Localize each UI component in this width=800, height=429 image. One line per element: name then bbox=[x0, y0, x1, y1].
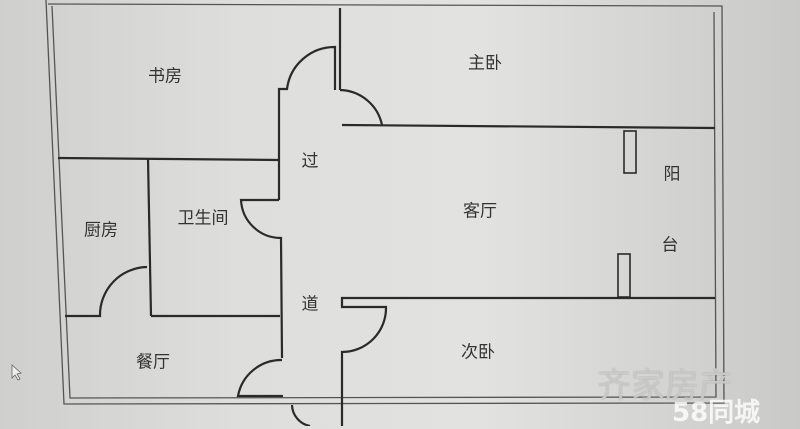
room-label-living-room: 客厅 bbox=[463, 201, 497, 222]
watermark-site: 58同城 bbox=[672, 398, 761, 428]
inner-frame bbox=[51, 5, 717, 399]
room-label-corridor-bottom: 道 bbox=[301, 294, 319, 315]
door-study bbox=[277, 45, 337, 200]
watermark-agency: 齐家房产 bbox=[597, 366, 733, 406]
room-label-balcony-top: 阳 bbox=[663, 164, 681, 185]
outer-frame bbox=[45, 0, 725, 405]
wall-living-top bbox=[341, 123, 716, 130]
wall-bathroom-left bbox=[146, 157, 153, 317]
door-bathroom bbox=[239, 198, 284, 359]
room-label-study: 书房 bbox=[148, 66, 182, 87]
pillar-top bbox=[623, 130, 637, 174]
room-label-second-bedroom: 次卧 bbox=[461, 342, 495, 363]
room-label-master-bedroom: 主卧 bbox=[468, 53, 502, 74]
room-label-kitchen: 厨房 bbox=[84, 220, 118, 241]
pillar-bottom bbox=[617, 253, 631, 298]
wall-study-bottom bbox=[57, 156, 280, 162]
wall-second-top bbox=[340, 296, 715, 426]
door-dining bbox=[236, 358, 283, 398]
room-label-corridor-top: 过 bbox=[301, 151, 319, 172]
door-kitchen bbox=[65, 265, 148, 318]
cursor-icon bbox=[11, 364, 22, 381]
door-entrance bbox=[290, 404, 311, 426]
door-master bbox=[339, 88, 384, 126]
room-label-balcony-bottom: 台 bbox=[661, 235, 679, 256]
room-label-bathroom: 卫生间 bbox=[177, 208, 229, 229]
room-label-dining-room: 餐厅 bbox=[136, 352, 170, 373]
